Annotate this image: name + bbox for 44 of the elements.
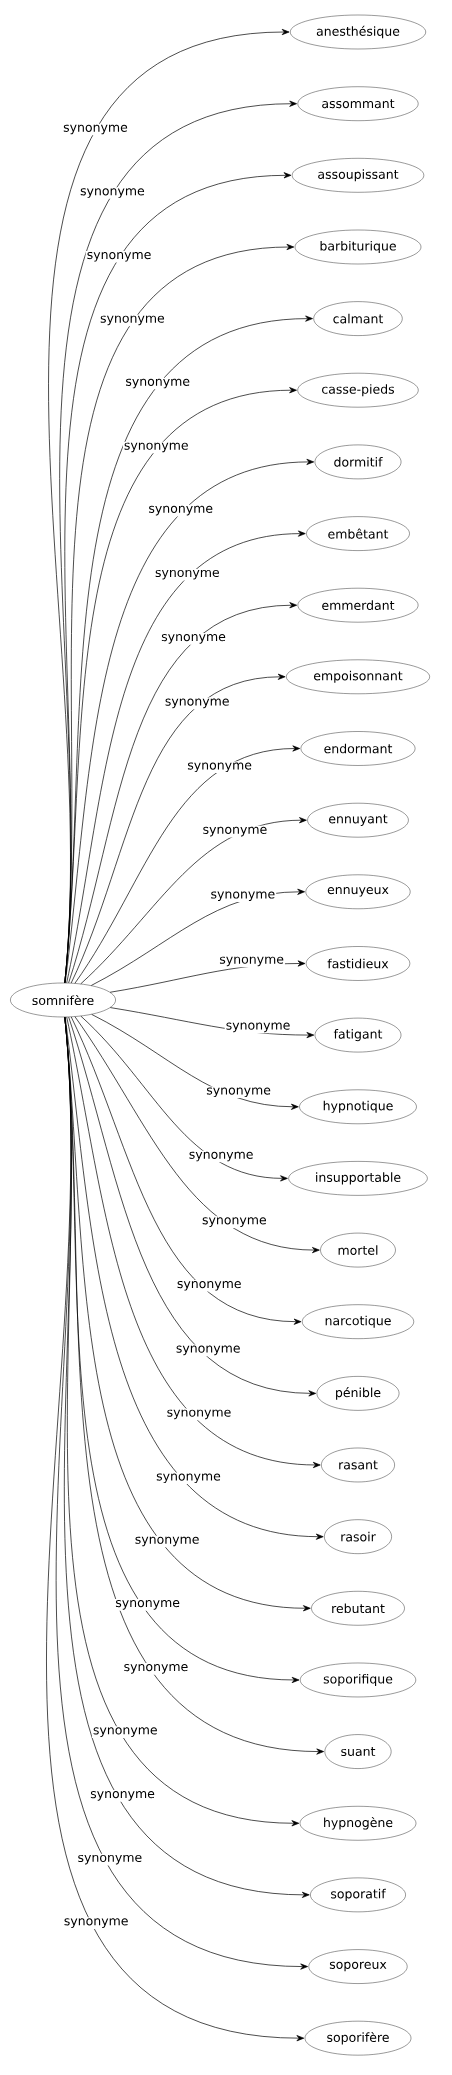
edge-label: synonyme bbox=[79, 187, 146, 199]
edge-label: synonyme bbox=[124, 377, 191, 390]
edge-label: synonyme bbox=[165, 1408, 233, 1421]
arrow bbox=[91, 1014, 299, 1110]
edge-label: synonyme bbox=[174, 1344, 242, 1357]
arrow bbox=[70, 1016, 302, 1325]
arrow bbox=[90, 888, 305, 986]
arrow bbox=[66, 530, 306, 984]
edge-label: synonyme bbox=[62, 1917, 130, 1929]
edge-label: synonyme bbox=[133, 1535, 201, 1548]
edge-label: synonyme bbox=[155, 1472, 222, 1485]
edge-label: synonyme bbox=[147, 504, 215, 517]
arrow bbox=[74, 1016, 320, 1254]
edge-label: synonyme bbox=[175, 1280, 243, 1292]
edge-label: synonyme bbox=[114, 1599, 181, 1611]
edge-label: synonyme bbox=[99, 314, 166, 327]
arrow bbox=[64, 387, 297, 984]
arrow bbox=[64, 1016, 324, 1540]
arrow bbox=[80, 1015, 288, 1182]
arrow bbox=[68, 602, 298, 984]
arrow bbox=[68, 1016, 317, 1397]
edge-label: synonyme bbox=[201, 825, 269, 838]
edge-label: synonyme bbox=[85, 250, 153, 263]
edge-label: synonyme bbox=[89, 1790, 156, 1802]
edge-label: synonyme bbox=[186, 761, 253, 774]
arrow bbox=[66, 1016, 321, 1469]
edge-label: synonyme bbox=[201, 1216, 268, 1228]
arrow bbox=[70, 673, 286, 984]
edge-label: synonyme bbox=[91, 1726, 159, 1738]
edge-label: synonyme bbox=[187, 1150, 255, 1163]
edge-label: synonyme bbox=[205, 1086, 272, 1099]
edge-label: synonyme bbox=[76, 1853, 144, 1866]
edge-label: synonyme bbox=[163, 697, 231, 710]
edge-label: synonyme bbox=[62, 123, 129, 136]
arrow bbox=[74, 745, 301, 984]
edge-label: synonyme bbox=[160, 633, 227, 645]
arrow bbox=[80, 817, 307, 985]
edge-label: synonyme bbox=[122, 1663, 190, 1675]
edge-label: synonyme bbox=[218, 955, 285, 968]
arrow bbox=[64, 458, 315, 984]
edge-label: synonyme bbox=[224, 1021, 292, 1034]
edge-label: synonyme bbox=[154, 568, 221, 581]
edge-label: synonyme bbox=[209, 890, 277, 903]
edge-label: synonyme bbox=[122, 441, 190, 454]
